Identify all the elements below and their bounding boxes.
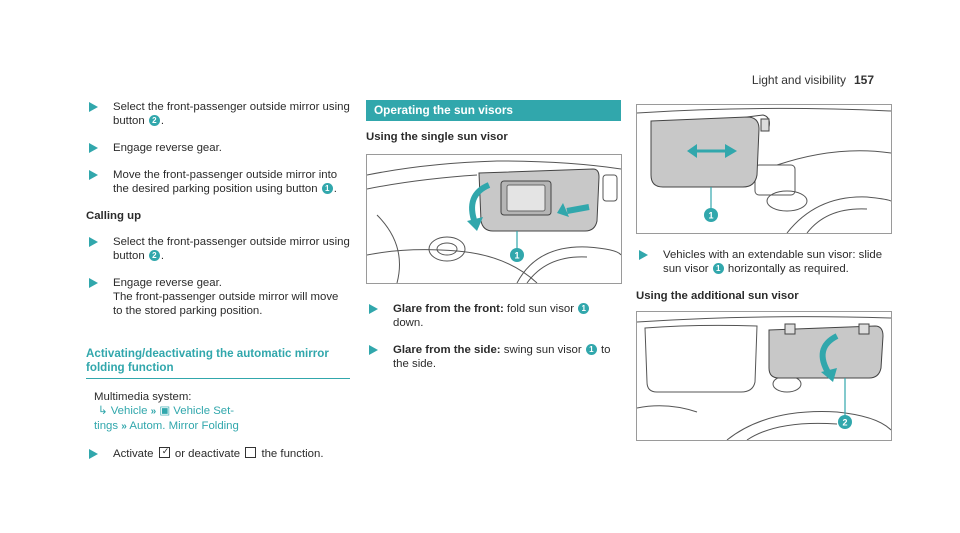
section-name: Light and visibility [751,73,846,87]
badge-1: 1 [585,344,597,355]
step-arrow-icon [639,250,648,260]
double-chevron-icon: » [150,406,157,417]
column-sun-visor: Operating the sun visors Using the singl… [366,100,622,384]
step-arrow-icon [89,449,98,459]
checkbox-empty-icon [245,447,257,458]
page-number: 157 [853,73,874,87]
checkbox-checked-icon: ✓ [158,447,170,458]
badge-1: 1 [578,303,590,314]
badge-1: 1 [712,263,724,274]
subtitle-single-visor: Using the single sun visor [366,131,508,143]
step-glare-side: Glare from the side: swing sun visor 1 t… [366,343,621,371]
section-band-sun-visors: Operating the sun visors [366,100,621,121]
step-arrow-icon [89,143,98,153]
figure-extendable-sun-visor: 1 [636,104,892,234]
step-select-mirror-recall: Select the front-passenger outside mirro… [86,235,350,263]
step-move-mirror: Move the front-passenger outside mirror … [86,168,350,196]
menu-vehicle-settings: Vehicle Set- [173,405,235,417]
column-mirror-instructions: Select the front-passenger outside mirro… [86,100,350,474]
step-activate-function: Activate ✓ or deactivate the function. [86,447,350,461]
column-extendable-visor: 1 Vehicles with an extendable sun visor:… [636,104,892,441]
figure-single-sun-visor: 1 [366,154,622,284]
running-header: Light and visibility 157 [752,73,874,87]
step-arrow-icon [89,102,98,112]
calling-up-heading: Calling up [86,210,142,222]
step-glare-front: Glare from the front: fold sun visor 1 d… [366,302,621,330]
step-arrow-icon [369,304,378,314]
badge-2: 2 [148,115,160,126]
step-engage-reverse-recall: Engage reverse gear. The front-passenger… [86,276,350,318]
step-engage-reverse: Engage reverse gear. [86,141,350,155]
figure-badge-1: 1 [708,211,713,221]
menu-vehicle: Vehicle [110,405,148,417]
step-arrow-icon [89,170,98,180]
step-select-mirror: Select the front-passenger outside mirro… [86,100,350,128]
step-arrow-icon [369,345,378,355]
double-chevron-icon: » [121,421,127,432]
car-settings-icon: ▣ [159,405,171,417]
subtitle-additional-visor: Using the additional sun visor [636,290,799,302]
step-arrow-icon [89,237,98,247]
menu-path: Multimedia system: ↳ Vehicle » ▣ Vehicle… [94,391,239,432]
menu-autom-mirror-folding: Autom. Mirror Folding [129,420,239,432]
step-slide-visor: Vehicles with an extendable sun visor: s… [636,248,890,276]
step-arrow-icon [89,278,98,288]
badge-1: 1 [321,183,333,194]
section-title-auto-folding: Activating/deactivating the automatic mi… [86,347,350,379]
figure-additional-sun-visor: 2 [636,311,892,441]
menu-return-icon: ↳ [98,405,108,417]
badge-2: 2 [148,250,160,261]
figure-badge-2: 2 [842,418,847,428]
figure-badge-1: 1 [514,251,519,261]
